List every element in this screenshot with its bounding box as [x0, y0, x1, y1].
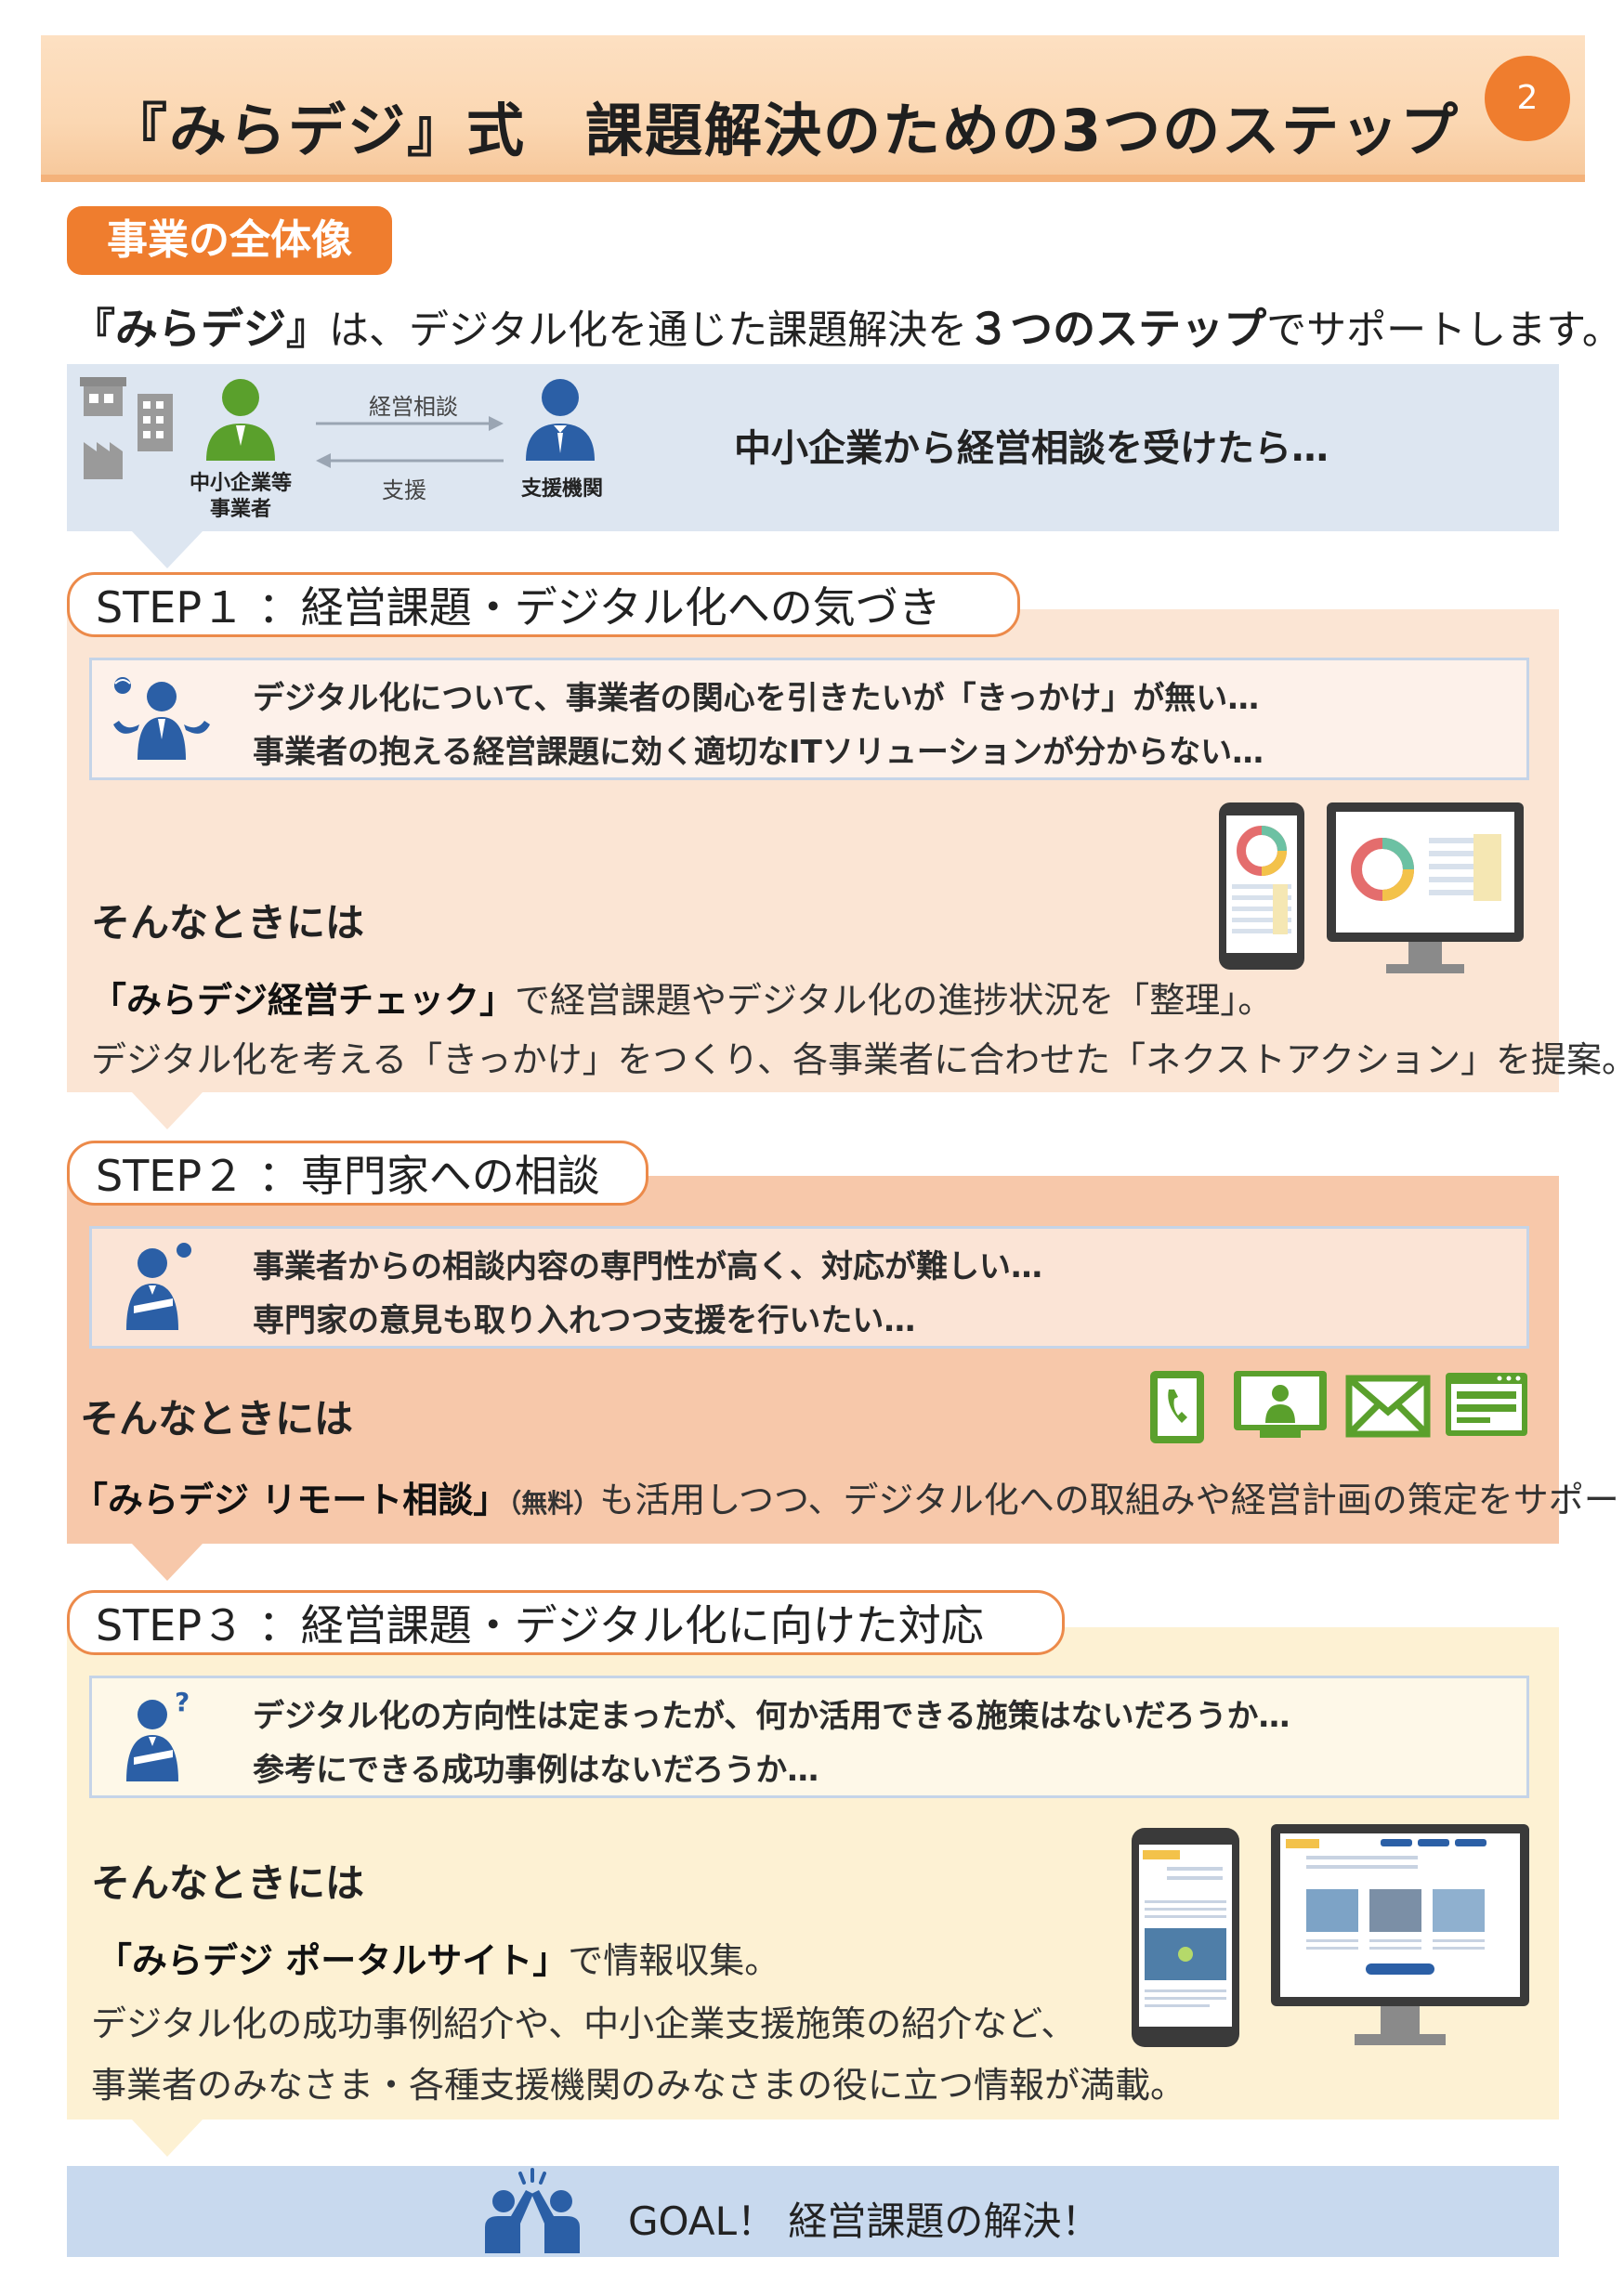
support-organization-icon: [526, 379, 595, 461]
step1-worry-box: [89, 658, 1529, 780]
header-banner: [41, 35, 1585, 180]
phone-icon: [1150, 1371, 1204, 1443]
step2-band-pointer: [132, 1544, 203, 1581]
goal-text: GOAL！ 経営課題の解決！: [628, 2198, 1101, 2244]
question-person-icon: ?: [126, 1689, 190, 1781]
step1-body-text-1: で経営課題やデジタル化の進捗状況を「整理」。: [515, 980, 1274, 1021]
step1-sonna-heading: そんなときには: [91, 900, 365, 946]
intro-text-1: は、デジタル化を通じた課題解決を: [329, 307, 968, 354]
step3-band-pointer: [132, 2120, 203, 2157]
step1-band-pointer: [132, 1092, 203, 1129]
step2-sonna-heading: そんなときには: [80, 1396, 354, 1442]
monitor-portal-screen-image: [1271, 1824, 1529, 2045]
support-arrow-label: 支援: [382, 477, 426, 503]
overview-section-label: 事業の全体像: [67, 206, 392, 275]
step3-service-name: 「みらデジ ポータルサイト」: [97, 1940, 569, 1981]
step1-body-line-2: デジタル化を考える「きっかけ」をつくり、各事業者に合わせた「ネクストアクション」…: [91, 1039, 1624, 1080]
monitor-check-screen-image: [1327, 802, 1524, 973]
business-buildings-icon: [80, 377, 173, 479]
step3-sonna-heading: そんなときには: [91, 1860, 365, 1906]
thinking-person-icon: [126, 1243, 191, 1330]
support-organization-label: 支援機関: [520, 477, 603, 501]
step1-label: STEP１ ：経営課題・デジタル化への気づき: [67, 572, 1020, 637]
business-owner-label-1: 中小企業等: [189, 472, 292, 495]
consult-arrows-icon: [316, 416, 504, 468]
step3-worry-box: [89, 1676, 1529, 1798]
step2-worry-box: [89, 1226, 1529, 1349]
step1-worry-line-2: 事業者の抱える経営課題に効く適切なITソリューションが分からない…: [253, 734, 1264, 771]
intro-sentence: 『みらデジ』は、デジタル化を通じた課題解決を３つのステップでサポートします。: [72, 295, 1622, 357]
business-owner-icon: [206, 379, 275, 461]
troubled-person-icon: [113, 677, 210, 760]
smartphone-portal-screen-image: [1132, 1828, 1239, 2047]
step2-label: STEP２ ：専門家への相談: [67, 1141, 648, 1206]
step2-service-name: 「みらデジ リモート相談」: [72, 1480, 509, 1520]
svg-text:?: ?: [175, 1689, 190, 1717]
goal-band: [67, 2166, 1559, 2257]
business-owner-label-2: 事業者: [209, 498, 271, 521]
smartphone-check-screen-image: [1219, 802, 1304, 970]
high-five-icon: [485, 2168, 580, 2253]
step1-service-name: 「みらデジ経営チェック」: [91, 980, 516, 1021]
step2-body-line: 「みらデジ リモート相談」（無料）も活用しつつ、デジタル化への取組みや経営計画の…: [72, 1471, 1624, 1522]
intro-brand: 『みらデジ』: [72, 304, 329, 354]
step3-worry-line-1: デジタル化の方向性は定まったが、何か活用できる施策はないだろうか…: [253, 1698, 1290, 1735]
consult-arrow-label: 経営相談: [369, 394, 458, 420]
mail-icon: [1345, 1375, 1431, 1438]
consult-band: [67, 364, 1559, 531]
consult-band-pointer: [132, 531, 203, 568]
step3-body-line-2: デジタル化の成功事例紹介や、中小企業支援施策の紹介など、: [91, 2003, 1077, 2044]
chat-form-icon: [1446, 1373, 1527, 1436]
web-meeting-icon: [1234, 1371, 1327, 1438]
step1-body-line-1: 「みらデジ経営チェック」で経営課題やデジタル化の進捗状況を「整理」。: [91, 972, 1273, 1023]
step3-body-line-1: 「みらデジ ポータルサイト」で情報収集。: [97, 1932, 779, 1983]
step2-free-note: （無料）: [508, 1488, 600, 1519]
page-title: 『みらデジ』式 課題解決のための3つのステップ: [110, 97, 1460, 164]
intro-steps-emphasis: ３つのステップ: [967, 304, 1267, 354]
step2-worry-line-2: 専門家の意見も取り入れつつ支援を行いたい…: [253, 1302, 916, 1339]
step3-worry-line-2: 参考にできる成功事例はないだろうか…: [253, 1752, 819, 1789]
intro-text-2: でサポートします。: [1266, 307, 1622, 354]
header-underline: [41, 175, 1585, 182]
step2-worry-line-1: 事業者からの相談内容の専門性が高く、対応が難しい…: [253, 1248, 1042, 1285]
step2-body-text: も活用しつつ、デジタル化への取組みや経営計画の策定をサポート。: [599, 1480, 1624, 1520]
step1-worry-line-1: デジタル化について、事業者の関心を引きたいが「きっかけ」が無い…: [253, 680, 1260, 717]
step3-body-text-1: で情報収集。: [568, 1940, 780, 1981]
step3-label: STEP３ ：経営課題・デジタル化に向けた対応: [67, 1590, 1065, 1655]
consult-headline: 中小企業から経営相談を受けたら…: [734, 427, 1329, 470]
step3-body-line-3: 事業者のみなさま・各種支援機関のみなさまの役に立つ情報が満載。: [91, 2065, 1186, 2106]
page-number-badge: 2: [1485, 56, 1570, 141]
